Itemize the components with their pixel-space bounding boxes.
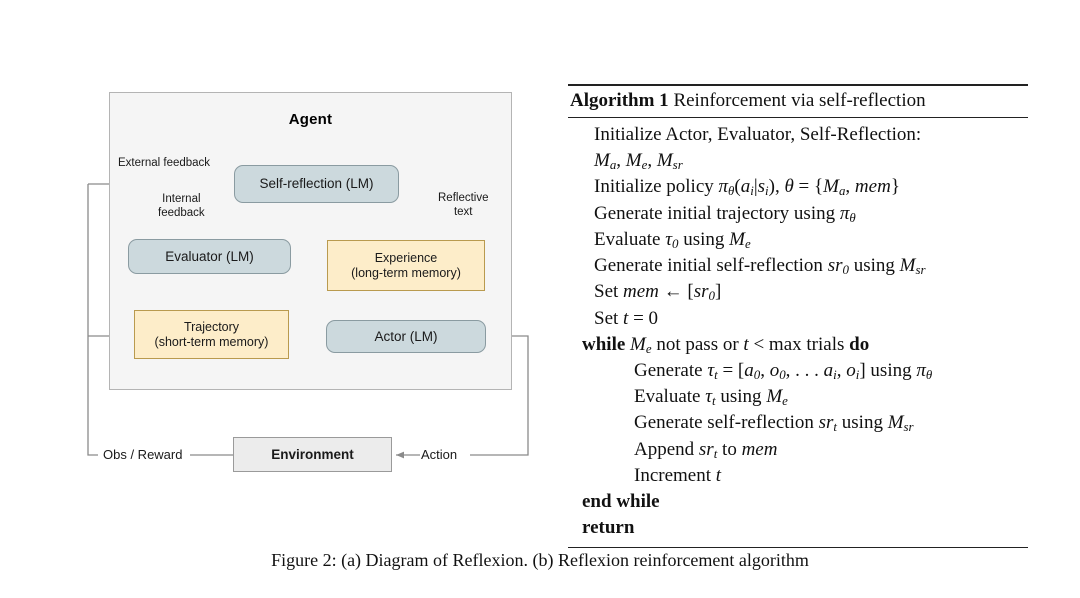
node-trajectory-sublabel: (short-term memory) (154, 334, 269, 349)
line-obs-bus-up (87, 184, 98, 456)
algorithm-line: Ma, Me, Msr (594, 150, 683, 173)
node-evaluator[interactable]: Evaluator (LM) (128, 239, 291, 274)
algorithm-line: Evaluate τ0 using Me (594, 228, 751, 251)
node-experience-sublabel: (long-term memory) (351, 265, 461, 280)
algorithm-header: Algorithm 1 Reinforcement via self-refle… (568, 86, 1028, 116)
algorithm-line: Increment t (634, 464, 722, 486)
algorithm-rule-top (568, 84, 1028, 86)
node-experience[interactable]: Experience (long-term memory) (327, 240, 485, 291)
algorithm-line: while Me not pass or t < max trials do (582, 333, 870, 356)
agent-panel-title: Agent (288, 111, 333, 128)
algorithm-rule-mid (568, 117, 1028, 118)
algorithm-line: Append srt to mem (634, 438, 778, 461)
algorithm-line: Evaluate τt using Me (634, 386, 788, 409)
node-evaluator-label: Evaluator (LM) (165, 248, 254, 264)
node-self-reflection-label: Self-reflection (LM) (259, 176, 374, 192)
algorithm-block: Algorithm 1 Reinforcement via self-refle… (568, 84, 1028, 548)
label-action: Action (421, 447, 458, 462)
node-trajectory[interactable]: Trajectory (short-term memory) (134, 310, 289, 359)
label-obs-reward: Obs / Reward (103, 447, 183, 462)
algorithm-line: Generate initial self-reflection sr0 usi… (594, 255, 926, 277)
reflexion-diagram: Agent Self-reflection (LM) Evaluator (LM… (0, 0, 545, 545)
node-actor[interactable]: Actor (LM) (326, 320, 486, 353)
algorithm-line: Set t = 0 (594, 307, 659, 329)
algorithm-line: Generate self-reflection srt using Msr (634, 412, 914, 435)
node-actor-label: Actor (LM) (374, 328, 438, 344)
node-experience-label: Experience (374, 250, 438, 265)
label-reflective-text-line2: text (453, 206, 473, 219)
algorithm-line: Generate initial trajectory using πθ (594, 202, 856, 225)
algorithm-line: Generate τt = [a0, o0, . . . ai, oi] usi… (634, 359, 933, 382)
algorithm-line: Set mem ← [sr0] (594, 281, 722, 304)
algorithm-line: end while (582, 491, 660, 513)
algorithm-lines: Initialize Actor, Evaluator, Self-Reflec… (568, 118, 1028, 544)
label-internal-feedback-line1: Internal (162, 193, 201, 205)
node-trajectory-label: Trajectory (183, 319, 240, 334)
label-reflective-text: Reflective text (438, 191, 489, 220)
label-external-feedback: External feedback (118, 157, 211, 169)
label-reflective-text-line1: Reflective (438, 192, 489, 204)
node-environment-label: Environment (271, 446, 354, 462)
label-internal-feedback-line2: feedback (158, 207, 205, 220)
node-environment[interactable]: Environment (233, 437, 392, 472)
algorithm-title: Reinforcement via self-reflection (673, 90, 926, 111)
node-self-reflection[interactable]: Self-reflection (LM) (234, 165, 399, 203)
algorithm-label: Algorithm 1 (570, 90, 669, 111)
algorithm-line: return (582, 517, 635, 539)
figure-caption: Figure 2: (a) Diagram of Reflexion. (b) … (271, 550, 809, 570)
algorithm-line: Initialize policy πθ(ai|si), θ = {Ma, me… (594, 176, 900, 199)
label-internal-feedback: Internal feedback (158, 192, 205, 221)
algorithm-rule-bottom (568, 546, 1028, 548)
algorithm-line: Initialize Actor, Evaluator, Self-Reflec… (594, 124, 922, 145)
